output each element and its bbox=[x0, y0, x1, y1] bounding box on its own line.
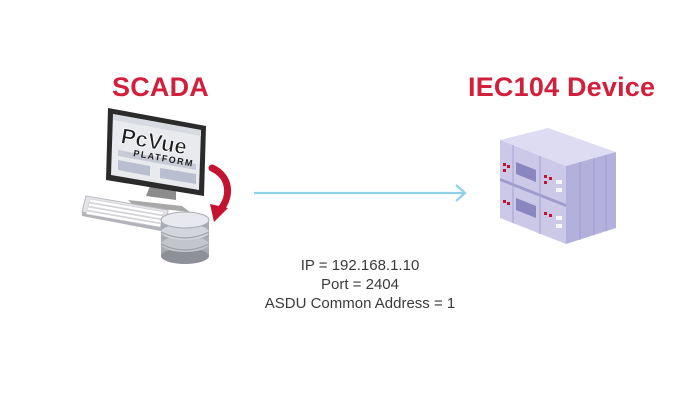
arrow-right-icon bbox=[254, 184, 467, 202]
monitor-icon: PcVue PLATFORM bbox=[106, 108, 206, 212]
scada-title: SCADA bbox=[112, 72, 210, 102]
scada-workstation: PcVue PLATFORM bbox=[81, 108, 231, 264]
connection-parameters: IP = 192.168.1.10 Port = 2404 ASDU Commo… bbox=[200, 256, 520, 313]
port-label: Port = 2404 bbox=[321, 276, 399, 293]
device-title: IEC104 Device bbox=[468, 72, 656, 102]
database-icon bbox=[160, 211, 210, 264]
ip-address-label: IP = 192.168.1.10 bbox=[300, 257, 420, 274]
curved-arrow-icon bbox=[208, 164, 231, 222]
keyboard-icon bbox=[81, 195, 169, 232]
asdu-address-label: ASDU Common Address = 1 bbox=[264, 295, 456, 312]
rack-device-icon bbox=[500, 128, 616, 244]
